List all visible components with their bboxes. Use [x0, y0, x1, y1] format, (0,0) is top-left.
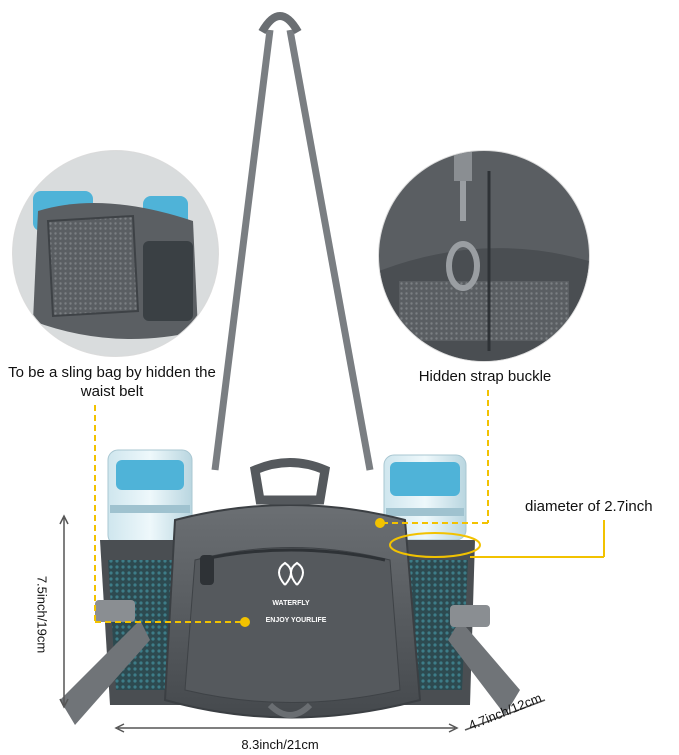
buckle-detail-inset — [378, 150, 590, 362]
brand-logo-mark: WATERFLY ENJOY YOURLIFE — [266, 561, 327, 624]
width-dimension-label: 8.3inch/21cm — [241, 737, 319, 752]
brand-slogan: ENJOY YOURLIFE — [266, 617, 327, 624]
sling-bag-caption: To be a sling bag by hidden the waist be… — [8, 364, 216, 400]
right-water-bottle — [383, 454, 467, 541]
height-dimension-label: 7.5inch/19cm — [34, 575, 50, 654]
waist-belt — [60, 600, 520, 725]
shoulder-strap — [211, 12, 374, 471]
sling-detail-inset — [12, 150, 219, 357]
dimension-arrows — [59, 514, 546, 733]
waist-bag-body — [163, 458, 422, 719]
hidden-buckle-caption: Hidden strap buckle — [418, 368, 552, 385]
dimension-leader-lines — [94, 390, 605, 623]
left-water-bottle — [107, 449, 193, 546]
brand-logo-text: WATERFLY — [272, 600, 310, 607]
diameter-caption: diameter of 2.7inch — [525, 498, 653, 515]
